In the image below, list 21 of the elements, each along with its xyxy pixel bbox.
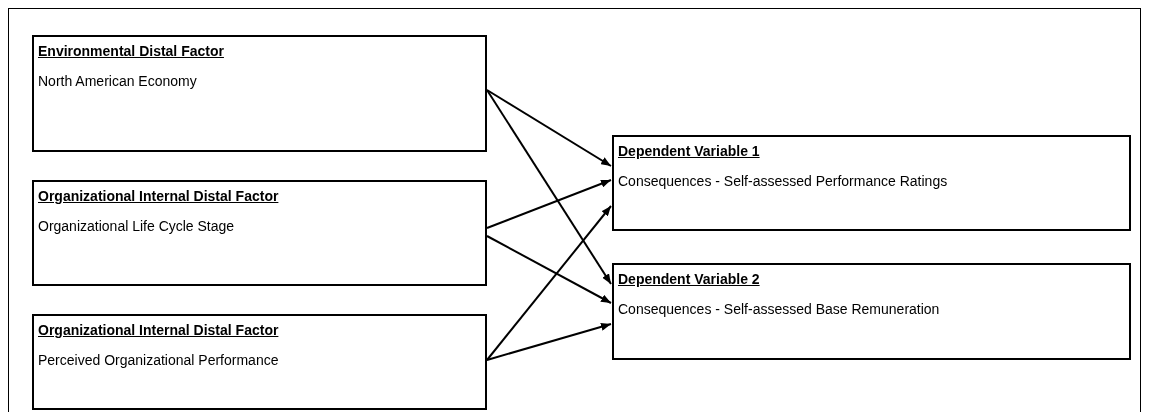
arrow (486, 89, 612, 167)
box-text: Organizational Life Cycle Stage (38, 218, 235, 234)
box-text: North American Economy (38, 73, 197, 89)
box-heading: Organizational Internal Distal Factor (38, 188, 279, 204)
arrow (486, 205, 612, 361)
box-text: Perceived Organizational Performance (38, 352, 279, 368)
factor-box (32, 35, 487, 152)
arrow (486, 235, 612, 304)
factor-box (32, 314, 487, 410)
box-heading: Dependent Variable 2 (618, 271, 760, 287)
factor-box (612, 263, 1131, 360)
box-heading: Organizational Internal Distal Factor (38, 322, 279, 338)
box-heading: Environmental Distal Factor (38, 43, 224, 59)
arrow (486, 322, 612, 361)
arrow (486, 179, 612, 229)
box-heading: Dependent Variable 1 (618, 143, 760, 159)
factor-box (612, 135, 1131, 231)
factor-box (32, 180, 487, 286)
box-text: Consequences - Self-assessed Base Remuneration (618, 301, 940, 317)
arrow (486, 89, 612, 285)
box-text: Consequences - Self-assessed Performance Ratings (618, 173, 948, 189)
